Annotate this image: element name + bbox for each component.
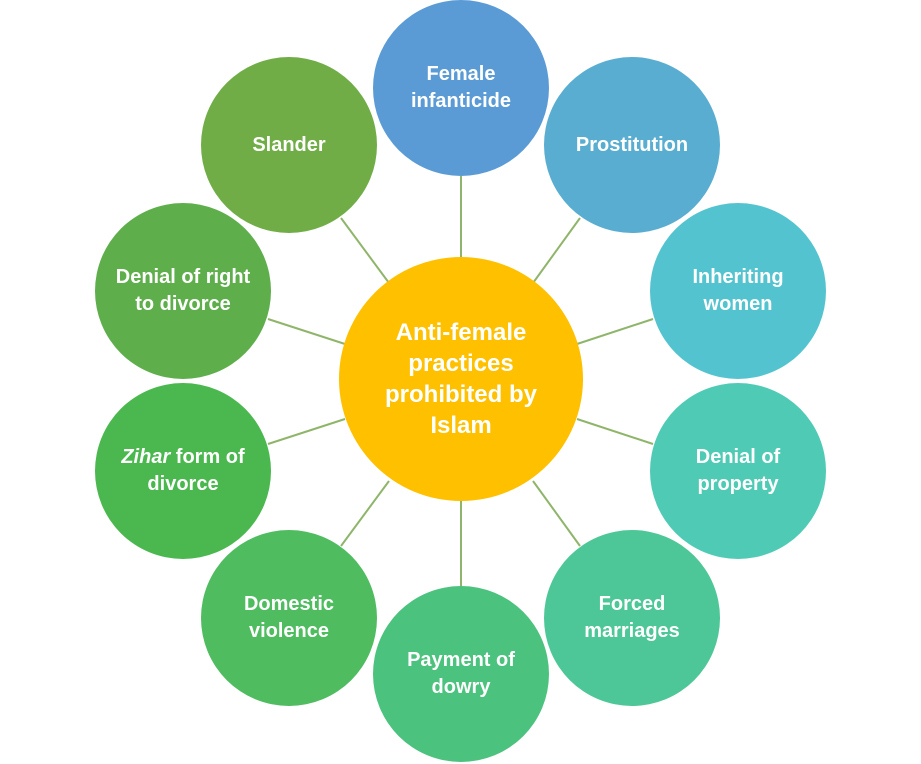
node-label-italic: Zihar xyxy=(121,446,171,468)
connector-slander xyxy=(340,217,390,284)
node-slander: Slander xyxy=(201,57,377,233)
node-prostitution: Prostitution xyxy=(544,57,720,233)
node-female-infanticide: Female infanticide xyxy=(373,0,549,176)
node-zihar-form-of-divorce: Zihar form of divorce xyxy=(95,383,271,559)
connector-forced-marriages xyxy=(532,480,581,547)
node-label: Forced marriages xyxy=(584,593,680,642)
connector-zihar xyxy=(267,418,346,445)
node-label: Inheriting women xyxy=(692,266,784,315)
node-inheriting-women: Inheriting women xyxy=(650,203,826,379)
node-label: Domestic violence xyxy=(243,593,335,642)
node-label: Prostitution xyxy=(575,133,689,156)
node-label: Zihar form of divorce xyxy=(113,444,253,498)
node-label: Denial of right to divorce xyxy=(115,266,251,315)
connector-domestic-violence xyxy=(340,480,390,547)
node-payment-of-dowry: Payment of dowry xyxy=(373,586,549,762)
node-label-rest: form of divorce xyxy=(147,446,245,495)
node-label: Payment of dowry xyxy=(407,649,515,698)
node-denial-of-right-to-divorce: Denial of right to divorce xyxy=(95,203,271,379)
node-label: Female infanticide xyxy=(410,63,511,112)
center-node: Anti-female practices prohibited by Isla… xyxy=(339,257,583,501)
connector-denial-of-right xyxy=(267,318,346,345)
node-label: Slander xyxy=(252,133,326,156)
node-forced-marriages: Forced marriages xyxy=(544,530,720,706)
connector-prostitution xyxy=(532,217,581,284)
center-label: Anti-female practices prohibited by Isla… xyxy=(385,319,537,439)
node-label: Denial of property xyxy=(695,446,781,495)
node-domestic-violence: Domestic violence xyxy=(201,530,377,706)
connector-inheriting-women xyxy=(576,318,654,345)
connector-denial-of-property xyxy=(576,418,654,445)
node-denial-of-property: Denial of property xyxy=(650,383,826,559)
